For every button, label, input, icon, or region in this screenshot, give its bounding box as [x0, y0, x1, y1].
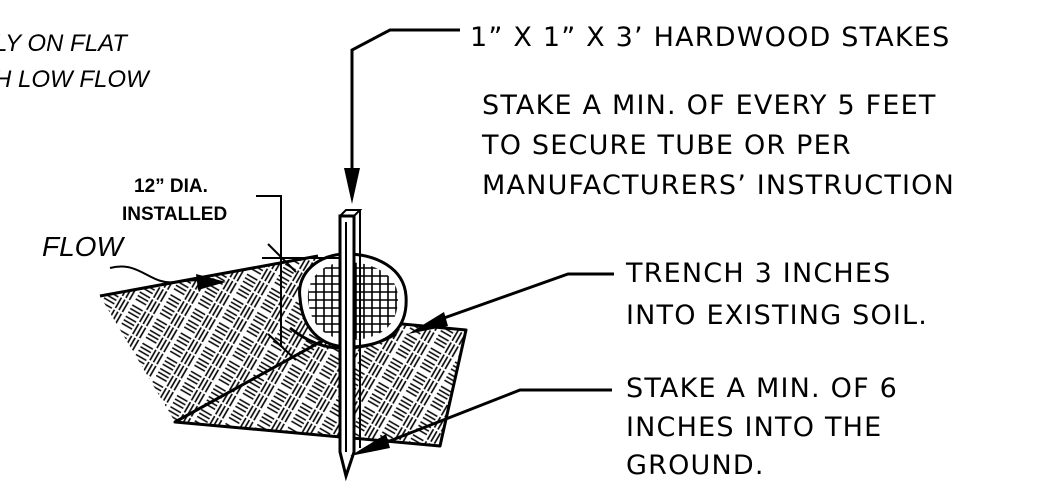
stake-depth-note-line2: INCHES INTO THE — [626, 412, 882, 443]
trench-leader — [408, 272, 614, 334]
stake-spacing-note-line2: TO SECURE TUBE OR PER — [481, 130, 852, 161]
stake-depth-leader — [350, 388, 612, 456]
stake-depth-note-line1: STAKE A MIN. OF 6 — [626, 373, 898, 404]
note-top-left-line1: LY ON FLAT — [0, 30, 129, 57]
stake-leader — [344, 28, 460, 204]
flow-label: FLOW — [42, 231, 125, 262]
stake-spacing-note-line3: MANUFACTURERS’ INSTRUCTION — [482, 170, 955, 201]
stake-spacing-note-line1: STAKE A MIN. OF EVERY 5 FEET — [482, 90, 937, 121]
existing-soil — [99, 254, 468, 448]
stake-callout: 1” X 1” X 3’ HARDWOOD STAKES — [470, 22, 950, 53]
flow-arrow — [109, 265, 226, 290]
diameter-dimension — [256, 195, 342, 361]
diameter-label-line1: 12” DIA. — [134, 176, 208, 197]
trench-note-line1: TRENCH 3 INCHES — [625, 258, 892, 289]
note-top-left-line2: H LOW FLOW — [0, 66, 151, 93]
trench-note-line2: INTO EXISTING SOIL. — [626, 300, 928, 331]
diameter-label-line2: INSTALLED — [122, 204, 227, 225]
stake-depth-note-line3: GROUND. — [626, 450, 765, 481]
hardwood-stake — [338, 209, 363, 481]
